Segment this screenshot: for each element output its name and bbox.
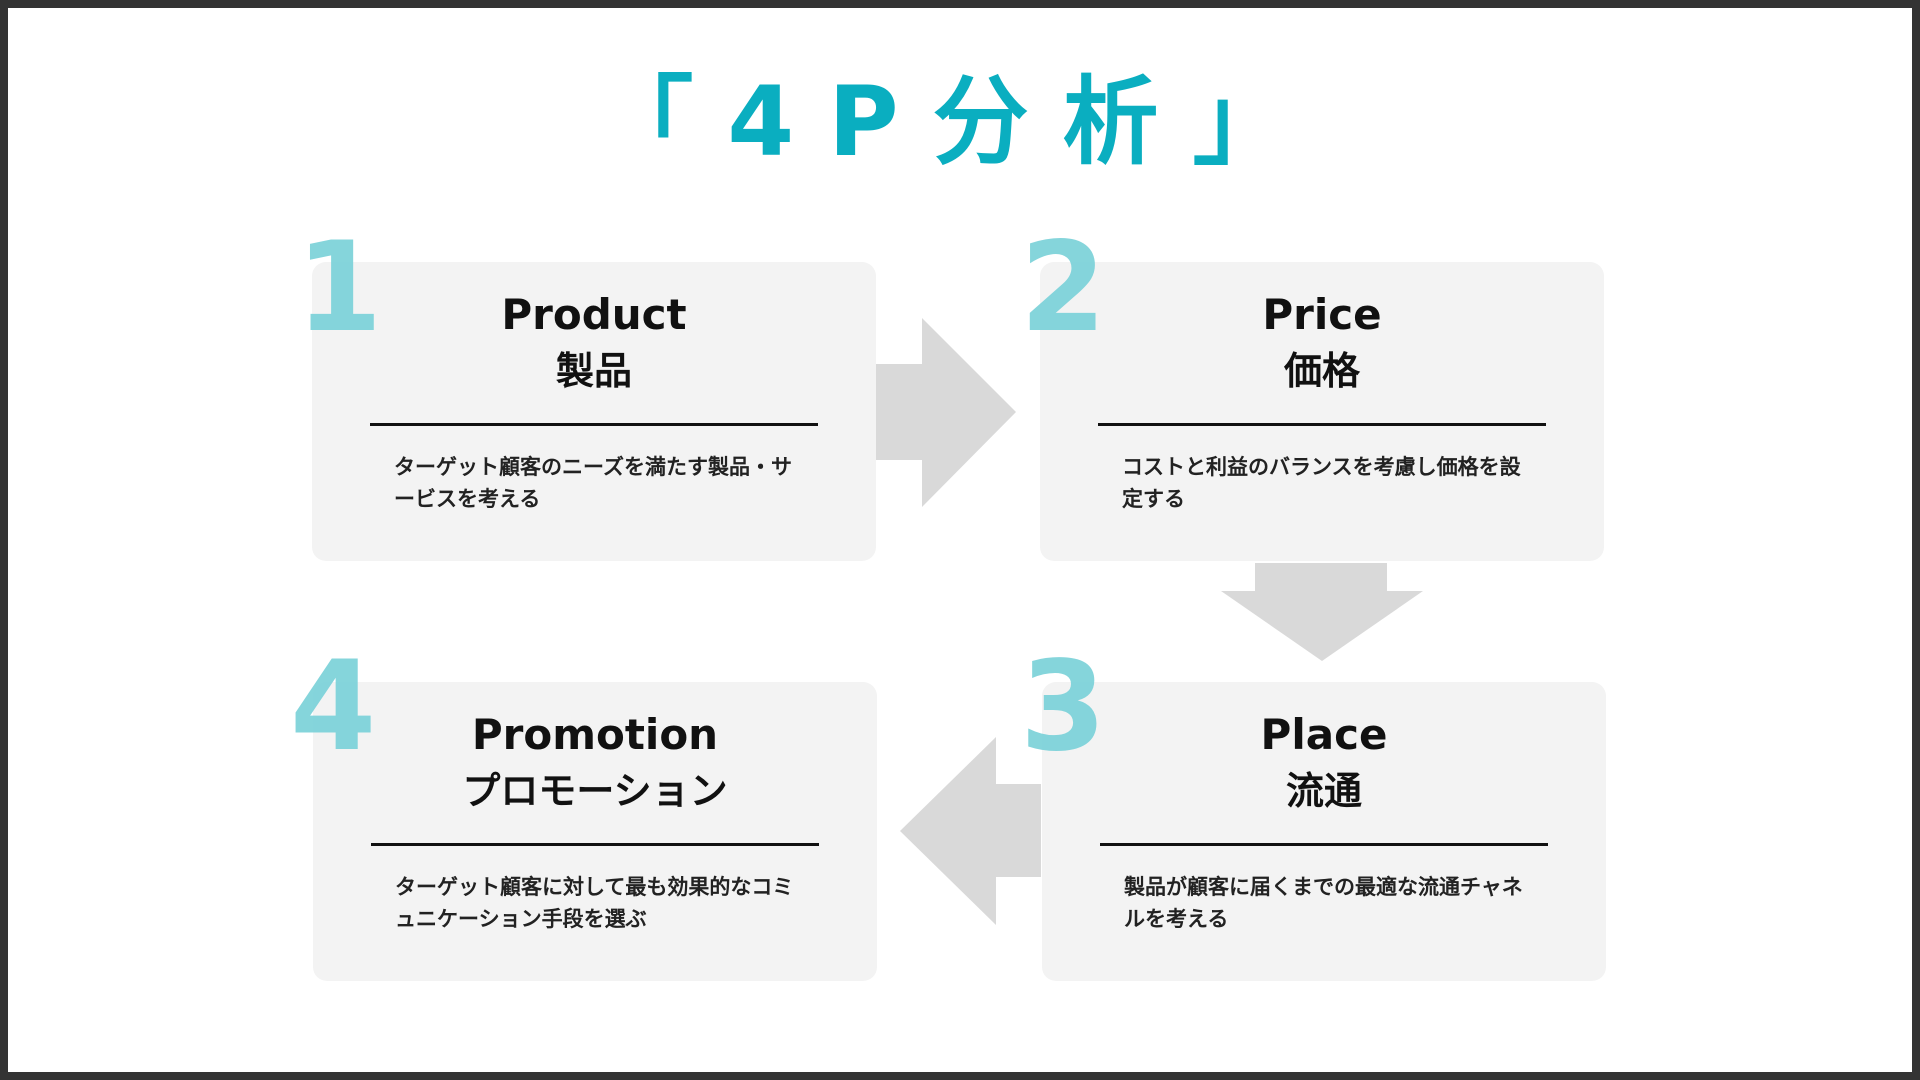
- page-title: 「4P分析」: [597, 66, 1323, 178]
- card-description: コストと利益のバランスを考慮し価格を設定する: [1122, 455, 1521, 511]
- card-place: Place 流通 製品が顧客に届くまでの最適な流通チャネルを考える: [1042, 682, 1606, 981]
- arrow-left-icon: [900, 737, 1041, 925]
- card-title-jp: プロモーション: [462, 769, 728, 813]
- step-number-2: 2: [1020, 216, 1107, 360]
- card-title-jp: 製品: [555, 349, 632, 393]
- card-title-jp: 価格: [1283, 349, 1360, 393]
- card-title-en: Promotion: [471, 710, 719, 759]
- arrow-down-icon: [1221, 563, 1423, 661]
- step-number-4: 4: [290, 635, 377, 779]
- card-promotion: Promotion プロモーション ターゲット顧客に対して最も効果的なコミュニケ…: [313, 682, 877, 981]
- card-title-jp: 流通: [1285, 769, 1362, 813]
- card-description: ターゲット顧客のニーズを満たす製品・サービスを考える: [394, 455, 792, 511]
- card-description: ターゲット顧客に対して最も効果的なコミュニケーション手段を選ぶ: [395, 875, 794, 931]
- divider: [1098, 423, 1546, 426]
- arrow-right-icon: [876, 318, 1016, 507]
- card-product: Product 製品 ターゲット顧客のニーズを満たす製品・サービスを考える: [312, 262, 876, 561]
- divider: [370, 423, 818, 426]
- card-description: 製品が顧客に届くまでの最適な流通チャネルを考える: [1124, 875, 1523, 931]
- step-number-1: 1: [296, 216, 383, 360]
- card-price: Price 価格 コストと利益のバランスを考慮し価格を設定する: [1040, 262, 1604, 561]
- divider: [1100, 843, 1548, 846]
- step-number-3: 3: [1020, 635, 1107, 779]
- divider: [371, 843, 819, 846]
- card-title-en: Place: [1260, 710, 1388, 759]
- card-title-en: Product: [501, 290, 687, 339]
- card-title-en: Price: [1262, 290, 1382, 339]
